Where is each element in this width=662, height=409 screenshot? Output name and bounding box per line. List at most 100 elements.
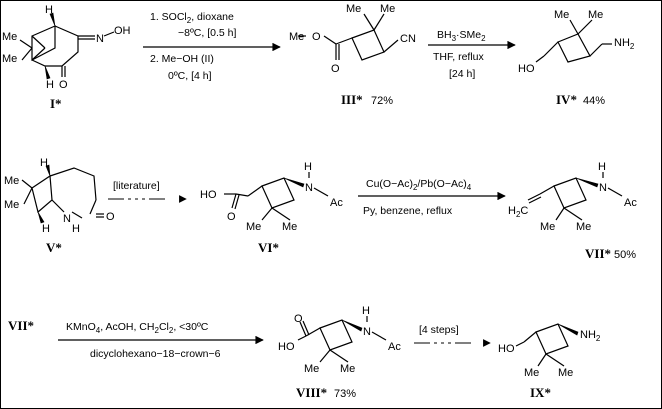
- atom-me-b: Me: [380, 3, 395, 15]
- atom-h-top: H: [40, 157, 48, 169]
- atom-h-bottom: H: [42, 223, 50, 235]
- methyl-bond: [329, 349, 349, 363]
- atom-n: N: [63, 213, 71, 225]
- acid-oh-bond: [297, 335, 307, 341]
- condition-step2: 2. Me−OH (II): [150, 53, 214, 65]
- ring-bond: [89, 199, 97, 215]
- methyl-bond: [545, 353, 565, 367]
- atom-n: N: [96, 33, 104, 45]
- cyclobutane-bond: [31, 35, 46, 49]
- reaction-arrow-1: 1. SOCl2, dioxane −8ºC, [0.5 h] 2. Me−OH…: [143, 11, 281, 82]
- atom-o: O: [59, 79, 68, 91]
- compound-IV: HO Me Me NH2 IV* 44%: [518, 9, 635, 107]
- atom-h-n: H: [72, 223, 80, 235]
- amide-bond: [313, 187, 329, 197]
- methyl-bond: [21, 47, 33, 61]
- atom-ac: Ac: [624, 197, 637, 209]
- atom-me-b: Me: [576, 221, 591, 233]
- atom-h: H: [304, 161, 312, 173]
- wedge-bond: [45, 164, 51, 177]
- atom-h-bottom: H: [46, 79, 54, 91]
- compound-label-III: III*: [341, 92, 363, 107]
- methyl-bond: [23, 187, 33, 205]
- atom-me-a: Me: [246, 221, 261, 233]
- atom-me-b: Me: [340, 363, 355, 375]
- ring-bond: [49, 167, 97, 201]
- compound-I: N OH O H H Me Me I*: [2, 4, 131, 111]
- cyclobutane-ring: [31, 174, 53, 214]
- cyclobutane-ring: [553, 177, 587, 209]
- ring-bond: [71, 211, 83, 219]
- atom-o: O: [106, 211, 115, 223]
- cyclobutane-ring: [261, 177, 295, 209]
- atom-me-1: Me: [4, 175, 19, 187]
- atom-h-top: H: [45, 4, 53, 16]
- cyclobutane-ring: [557, 33, 591, 63]
- methyl-bond: [537, 353, 547, 367]
- atom-o: O: [227, 211, 236, 223]
- atom-n: N: [363, 326, 371, 338]
- yield-VIII: 73%: [334, 388, 356, 400]
- amide-bond: [607, 187, 623, 197]
- compound-label-VII: VII*: [585, 246, 611, 261]
- methyl-bond: [577, 19, 593, 35]
- wedge-bond: [341, 319, 363, 332]
- vinyl-double-bond: [528, 196, 542, 204]
- cyclobutane-ring: [535, 323, 569, 355]
- vinyl-bond: [539, 185, 555, 195]
- reaction-arrow-4: Cu(O−Ac)2/Pb(O−Ac)4 Py, benzene, reflux: [358, 178, 506, 217]
- atom-me-a: Me: [304, 363, 319, 375]
- atom-ho: HO: [278, 341, 295, 353]
- wedge-bond: [49, 12, 56, 27]
- methyl-bond: [21, 179, 33, 189]
- atom-me-b: Me: [282, 221, 297, 233]
- methyl-bond: [373, 13, 385, 31]
- atom-me-a: Me: [540, 221, 555, 233]
- compound-label-V: V*: [46, 240, 62, 255]
- methyl-bond: [569, 19, 579, 35]
- condition-reagent: BH3·SMe2: [437, 29, 486, 43]
- ch2-bond: [383, 39, 399, 53]
- condition-time: [24 h]: [449, 68, 475, 80]
- methyl-bond: [261, 207, 273, 221]
- cyclobutane-bond: [31, 47, 46, 61]
- compound-VIII: O HO N H Ac Me Me VIII* 73%: [278, 305, 401, 400]
- condition-step1: 1. SOCl2, dioxane: [150, 11, 234, 25]
- atom-ac: Ac: [330, 197, 343, 209]
- vinyl-double-bond: [527, 193, 541, 201]
- ch2-bond: [589, 43, 603, 57]
- ester-o-bond: [323, 35, 337, 45]
- atom-me-a: Me: [346, 3, 361, 15]
- yield-IV: 44%: [583, 95, 605, 107]
- ch2-bond: [523, 331, 537, 343]
- atom-nh2: NH2: [614, 37, 635, 51]
- atom-n: N: [305, 182, 313, 194]
- chain-bond: [247, 185, 263, 197]
- condition-temp2: 0ºC, [4 h]: [168, 70, 212, 82]
- condition-four-steps: [4 steps]: [419, 324, 459, 336]
- compound-label-IX: IX*: [530, 385, 551, 400]
- yield-III: 72%: [371, 95, 393, 107]
- ch2-bond: [543, 41, 559, 57]
- wedge-bond: [44, 65, 51, 80]
- yield-VII: 50%: [614, 249, 636, 261]
- atom-me-b: Me: [558, 367, 573, 379]
- condition-literature: [literature]: [113, 180, 160, 192]
- carbonyl-bond: [234, 194, 240, 210]
- reaction-arrow-2: BH3·SMe2 THF, reflux [24 h]: [428, 29, 516, 80]
- wedge-bond: [37, 211, 45, 224]
- compound-label-VIII: VIII*: [296, 385, 327, 400]
- atom-me-2: Me: [4, 199, 19, 211]
- compound-V: Me Me H H N H O V*: [4, 157, 115, 255]
- atom-ho: HO: [518, 63, 535, 75]
- atom-cn: CN: [400, 33, 416, 45]
- compound-IX: HO NH2 Me Me IX*: [498, 323, 601, 400]
- cyclobutane-ring: [351, 29, 385, 61]
- n-o-bond: [103, 31, 115, 37]
- atom-nh2: NH2: [580, 329, 601, 343]
- atom-me: Me: [289, 31, 304, 43]
- atom-ac: Ac: [388, 341, 401, 353]
- cyclobutane-ring: [319, 319, 353, 351]
